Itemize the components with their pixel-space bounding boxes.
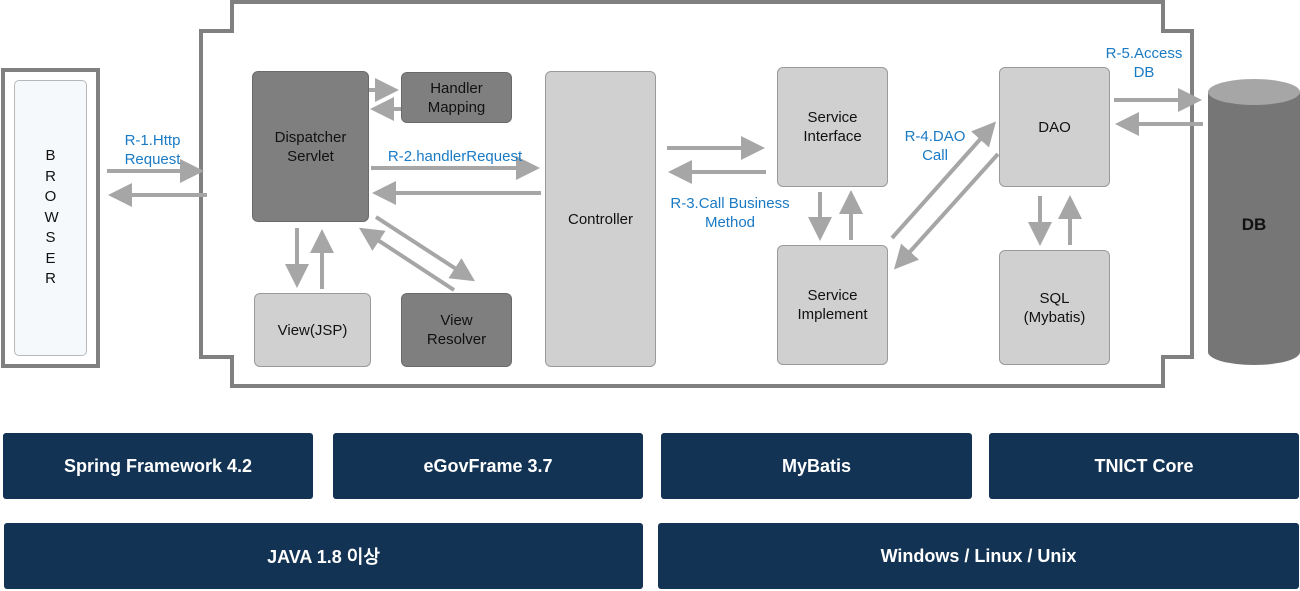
browser-label: BROWSER bbox=[44, 147, 59, 288]
view-resolver-box: View Resolver bbox=[401, 293, 512, 367]
service-interface-box: Service Interface bbox=[777, 67, 888, 187]
view-jsp-box: View(JSP) bbox=[254, 293, 371, 367]
db-cylinder bbox=[1208, 79, 1300, 365]
stack-tile-mybatis: MyBatis bbox=[661, 433, 972, 499]
arrow-to-view-resolver bbox=[374, 215, 476, 282]
diagram-lines bbox=[107, 0, 1300, 388]
flow-label-r5: R-5.Access DB bbox=[1105, 45, 1183, 81]
controller-box: Controller bbox=[545, 71, 656, 367]
stack-tile-os: Windows / Linux / Unix bbox=[658, 523, 1299, 589]
stack-tile-spring: Spring Framework 4.2 bbox=[3, 433, 313, 499]
flow-label-r2: R-2.handlerRequest bbox=[387, 148, 523, 165]
browser-panel: BROWSER bbox=[14, 80, 87, 356]
arrow-from-dao bbox=[893, 152, 1000, 270]
dao-box: DAO bbox=[999, 67, 1110, 187]
architecture-diagram: BROWSER Dispatcher Servlet Handler Mappi… bbox=[1, 0, 1300, 388]
arrow-to-dao bbox=[890, 121, 996, 240]
flow-label-r4: R-4.DAO Call bbox=[904, 128, 966, 164]
server-frame bbox=[199, 0, 1194, 388]
browser-frame: BROWSER bbox=[1, 68, 100, 368]
arrow-from-view-resolver bbox=[358, 227, 456, 292]
handler-mapping-box: Handler Mapping bbox=[401, 72, 512, 123]
dispatcher-servlet-box: Dispatcher Servlet bbox=[252, 71, 369, 222]
service-implement-box: Service Implement bbox=[777, 245, 888, 365]
sql-mybatis-box: SQL (Mybatis) bbox=[999, 250, 1110, 365]
db-label: DB bbox=[1241, 215, 1267, 234]
stack-tile-egovframe: eGovFrame 3.7 bbox=[333, 433, 643, 499]
stack-tile-tnict-core: TNICT Core bbox=[989, 433, 1299, 499]
flow-label-r3: R-3.Call Business Method bbox=[670, 195, 790, 231]
flow-label-r1: R-1.Http Request bbox=[124, 132, 181, 168]
stack-tile-java: JAVA 1.8 이상 bbox=[4, 523, 643, 589]
